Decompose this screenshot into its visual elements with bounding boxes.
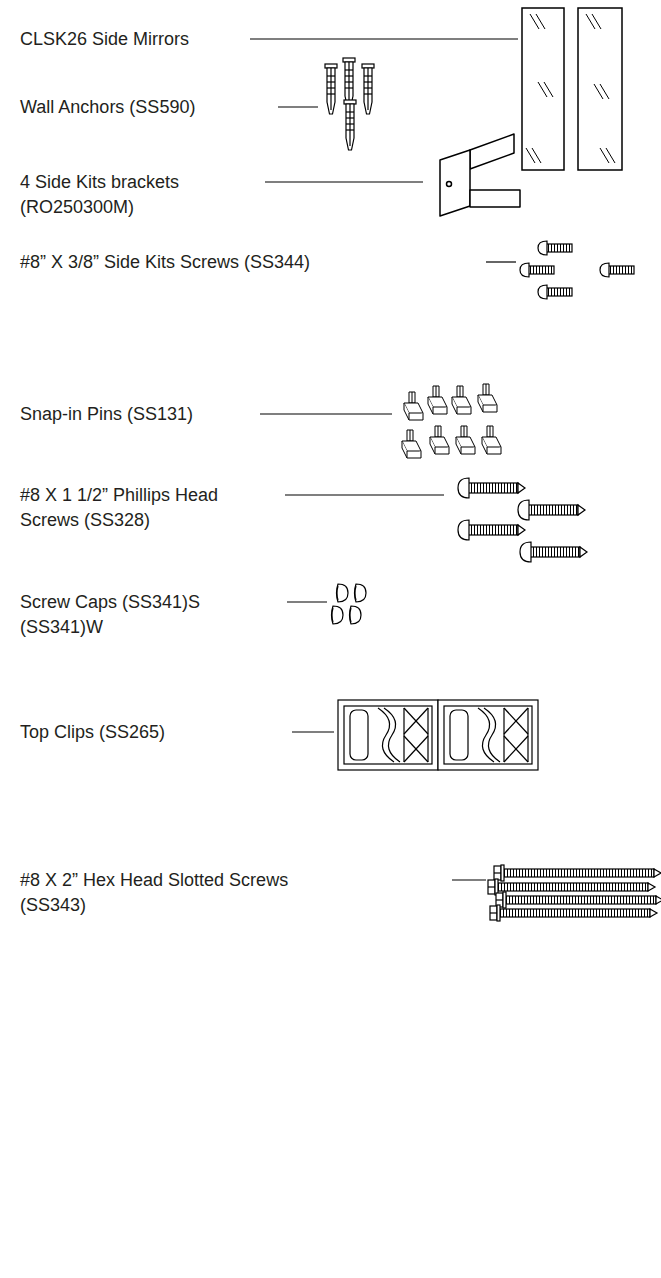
part-label: Snap-in Pins (SS131) <box>20 402 193 427</box>
leader-line <box>250 38 518 39</box>
screw-caps <box>332 584 367 624</box>
leader-line <box>260 413 392 414</box>
phillips-screws <box>458 478 587 562</box>
part-label: #8” X 3/8” Side Kits Screws (SS344) <box>20 250 310 275</box>
part-label: #8 X 1 1/2” Phillips Head Screws (SS328) <box>20 483 230 533</box>
side-kit-screws <box>520 241 634 299</box>
wall-anchors <box>325 58 374 150</box>
part-label: 4 Side Kits brackets (RO250300M) <box>20 170 230 220</box>
side-mirrors <box>522 8 622 170</box>
leader-line <box>486 261 516 262</box>
hex-head-screws <box>488 865 661 921</box>
snap-in-pins <box>402 384 501 458</box>
part-label: Screw Caps (SS341)S (SS341)W <box>20 590 230 640</box>
leader-line <box>278 106 318 107</box>
leader-line <box>287 601 327 602</box>
top-clips <box>338 700 538 770</box>
leader-line <box>285 494 444 495</box>
leader-line <box>452 879 486 880</box>
side-kit-bracket <box>440 134 520 216</box>
part-label: #8 X 2” Hex Head Slotted Screws (SS343) <box>20 868 340 918</box>
part-label: CLSK26 Side Mirrors <box>20 27 189 52</box>
leader-line <box>292 731 334 732</box>
leader-line <box>265 181 423 182</box>
part-label: Top Clips (SS265) <box>20 720 165 745</box>
part-label: Wall Anchors (SS590) <box>20 95 195 120</box>
